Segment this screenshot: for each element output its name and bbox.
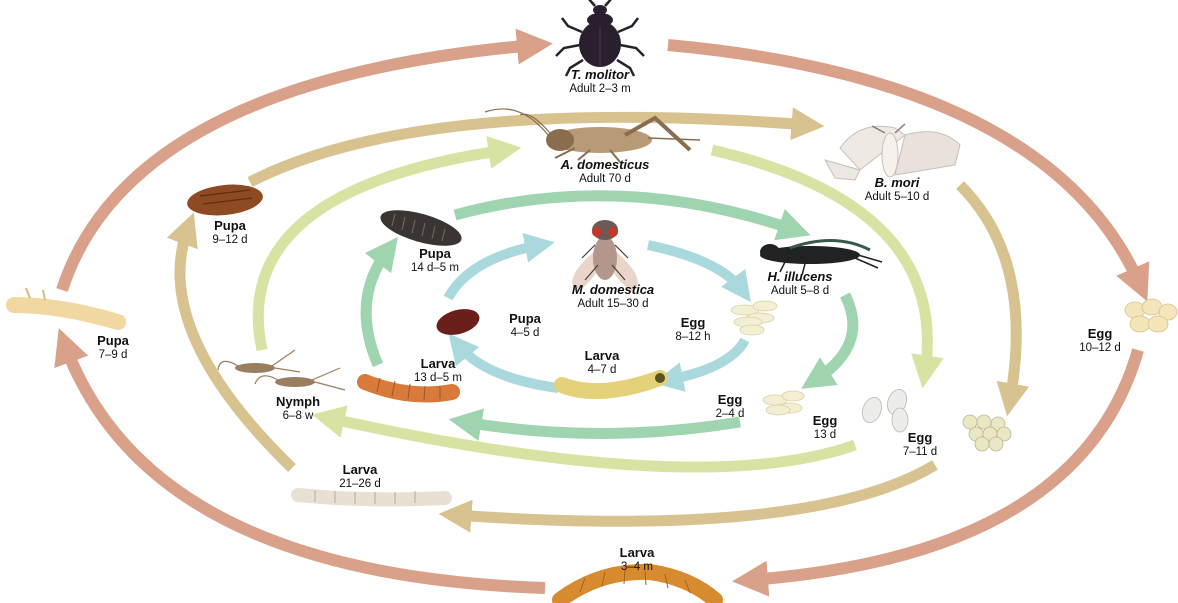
tmolitor-egg-label: Egg 10–12 d xyxy=(1060,327,1140,355)
stage-duration: 7–9 d xyxy=(78,348,148,362)
mealworm-icon xyxy=(560,570,715,600)
stage-duration: 13 d xyxy=(795,428,855,442)
mdomestica-egg-label: Egg 8–12 h xyxy=(658,316,728,344)
species-name: B. mori xyxy=(842,176,952,190)
stage-duration: Adult 2–3 m xyxy=(545,82,655,96)
stage-duration: 13 d–5 m xyxy=(398,371,478,385)
tmolitor-larva-label: Larva 3–4 m xyxy=(597,546,677,574)
stage-duration: 14 d–5 m xyxy=(395,261,475,275)
species-name: H. illucens xyxy=(745,270,855,284)
hillucens-adult-label: H. illucens Adult 5–8 d xyxy=(745,270,855,298)
mdomestica-eggs-icon xyxy=(731,301,777,335)
arrow-bmori-adult-to-egg xyxy=(960,185,1016,400)
stage-name: Egg xyxy=(880,431,960,445)
stage-name: Egg xyxy=(658,316,728,330)
stage-duration: 10–12 d xyxy=(1060,341,1140,355)
bmori-larva-label: Larva 21–26 d xyxy=(320,463,400,491)
stage-duration: Adult 70 d xyxy=(540,172,670,186)
stage-name: Nymph xyxy=(258,395,338,409)
arrow-tmolitor-egg-to-larva xyxy=(750,350,1138,580)
stage-duration: 21–26 d xyxy=(320,477,400,491)
stage-name: Larva xyxy=(398,357,478,371)
moth-icon xyxy=(825,124,960,180)
arrow-bmori-egg-to-larva xyxy=(455,465,935,521)
stage-name: Pupa xyxy=(395,247,475,261)
mdomestica-larva-label: Larva 4–7 d xyxy=(567,349,637,377)
hillucens-eggs-icon xyxy=(763,391,804,415)
bmori-eggs-icon xyxy=(963,415,1011,451)
arrow-hillucens-pupa-to-adult xyxy=(455,196,795,230)
arrow-mdomestica-egg-to-larva xyxy=(668,340,745,380)
stage-name: Larva xyxy=(320,463,400,477)
bmori-pupa-label: Pupa 9–12 d xyxy=(195,219,265,247)
species-name: M. domestica xyxy=(548,283,678,297)
stage-name: Egg xyxy=(795,414,855,428)
tmolitor-pupa-label: Pupa 7–9 d xyxy=(78,334,148,362)
stage-duration: 9–12 d xyxy=(195,233,265,247)
stage-duration: 4–5 d xyxy=(490,326,560,340)
stage-name: Larva xyxy=(597,546,677,560)
stage-duration: 3–4 m xyxy=(597,560,677,574)
stage-name: Larva xyxy=(567,349,637,363)
stage-name: Egg xyxy=(695,393,765,407)
species-name: T. molitor xyxy=(545,68,655,82)
silkworm-icon xyxy=(298,490,445,504)
stage-name: Pupa xyxy=(78,334,148,348)
stage-duration: Adult 15–30 d xyxy=(548,297,678,311)
hillucens-egg-label: Egg 2–4 d xyxy=(695,393,765,421)
beetle-icon xyxy=(556,0,644,76)
adomesticus-adult-label: A. domesticus Adult 70 d xyxy=(540,158,670,186)
hillucens-larva-label: Larva 13 d–5 m xyxy=(398,357,478,385)
mdomestica-adult-label: M. domestica Adult 15–30 d xyxy=(548,283,678,311)
arrow-hillucens-larva-to-pupa xyxy=(366,250,388,365)
tmolitor-adult-label: T. molitor Adult 2–3 m xyxy=(545,68,655,96)
hillucens-pupa-label: Pupa 14 d–5 m xyxy=(395,247,475,275)
bmori-adult-label: B. mori Adult 5–10 d xyxy=(842,176,952,204)
stage-duration: 8–12 h xyxy=(658,330,728,344)
adomesticus-nymph-label: Nymph 6–8 w xyxy=(258,395,338,423)
tmolitor-pupa-icon xyxy=(14,288,118,322)
arrow-adomesticus-egg-to-nymph xyxy=(328,418,855,467)
adomesticus-eggs-icon xyxy=(859,387,910,432)
stage-duration: Adult 5–8 d xyxy=(745,284,855,298)
stage-duration: 6–8 w xyxy=(258,409,338,423)
stage-duration: 7–11 d xyxy=(880,445,960,459)
stage-name: Pupa xyxy=(195,219,265,233)
stage-name: Egg xyxy=(1060,327,1140,341)
nymph-icon xyxy=(218,350,345,390)
arrow-hillucens-egg-to-larva xyxy=(465,422,740,434)
bmori-egg-label: Egg 7–11 d xyxy=(880,431,960,459)
species-name: A. domesticus xyxy=(540,158,670,172)
mdomestica-pupa-icon xyxy=(434,305,483,340)
stage-duration: 4–7 d xyxy=(567,363,637,377)
arrow-hillucens-adult-to-egg xyxy=(815,295,853,380)
stage-duration: 2–4 d xyxy=(695,407,765,421)
stage-duration: Adult 5–10 d xyxy=(842,190,952,204)
mdomestica-pupa-label: Pupa 4–5 d xyxy=(490,312,560,340)
adomesticus-egg-label: Egg 13 d xyxy=(795,414,855,442)
stage-name: Pupa xyxy=(490,312,560,326)
